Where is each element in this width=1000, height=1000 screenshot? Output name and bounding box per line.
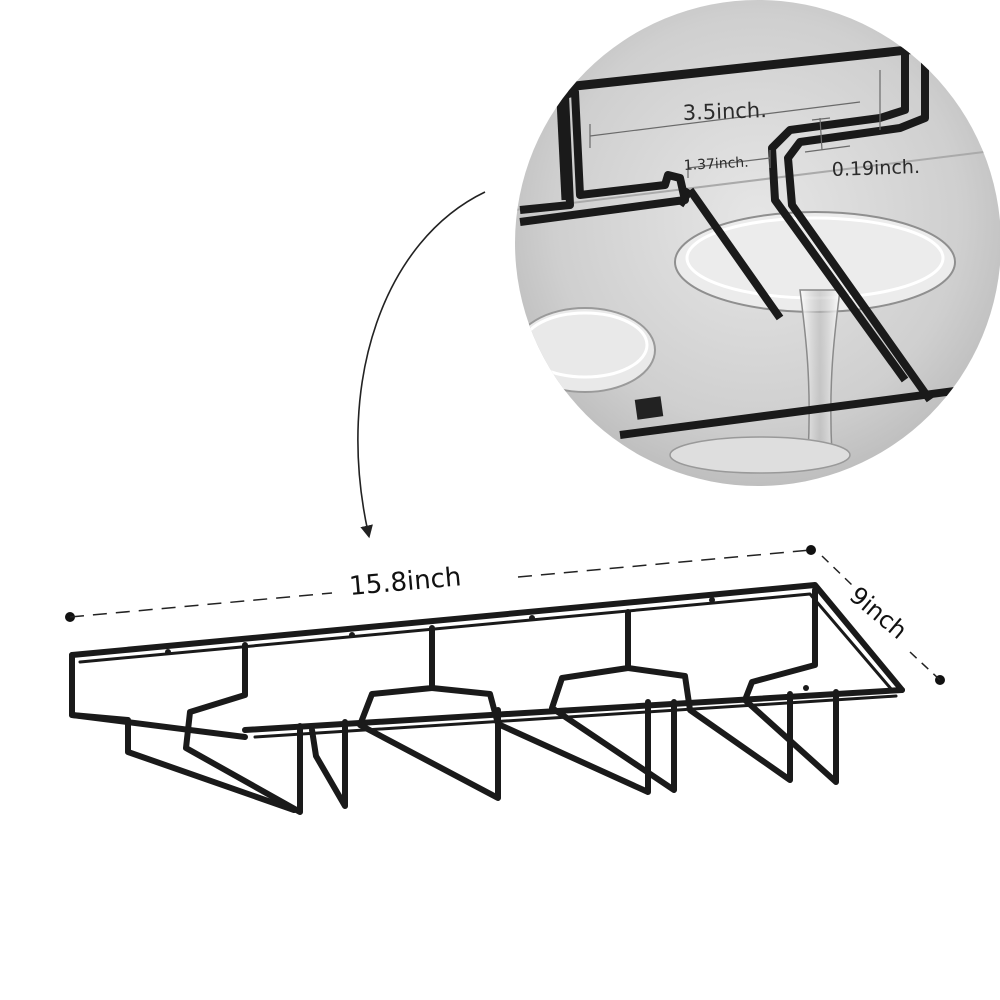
- rack-frame-front: [69, 652, 248, 740]
- zoom-label-slot-width: 3.5inch.: [682, 98, 767, 125]
- rack-slot-4: [742, 587, 839, 785]
- zoom-detail-circle: 3.5inch. 1.37inch. 0.19inch.: [515, 0, 1000, 486]
- zoom-wine-glass-left: [515, 307, 656, 393]
- rack-slot-2: [357, 625, 501, 801]
- wine-glass-rack: [69, 582, 905, 815]
- zoom-label-slot-gap: 1.37inch.: [683, 155, 749, 174]
- rack-slot-3: [549, 609, 677, 793]
- zoom-slot-wire-right: [768, 10, 909, 383]
- rack-slot-1: [183, 642, 303, 815]
- dimension-line-length: 15.8inch: [65, 545, 816, 622]
- zoom-label-rod-thickness: 0.19inch.: [831, 156, 920, 181]
- rack-frame-top: [69, 582, 905, 693]
- zoom-pointer-arrow: [357, 191, 486, 539]
- length-label: 15.8inch: [348, 562, 463, 602]
- zoom-measure-guides: [589, 70, 881, 178]
- zoom-slot-wire-left: [519, 88, 689, 226]
- zoom-bottom-rail: [619, 381, 1000, 439]
